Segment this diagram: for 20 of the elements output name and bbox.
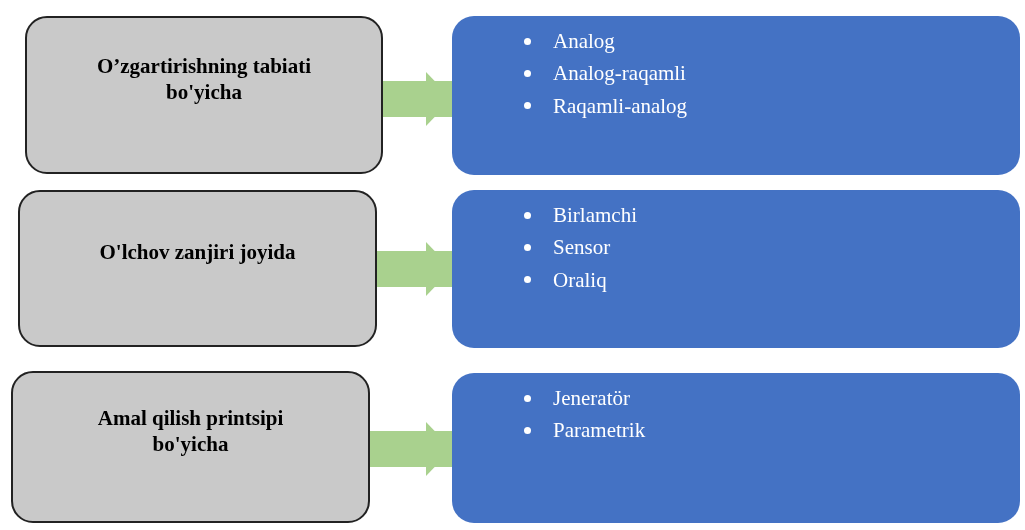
bullet-item: Raqamli-analog (524, 92, 1020, 119)
block-arrow (370, 422, 452, 476)
category-box (18, 190, 377, 347)
bullet-item: Parametrik (524, 417, 1020, 444)
list-box (452, 16, 1020, 175)
block-arrow (377, 242, 452, 296)
category-label: Amal qilish printsipi bo'yicha (96, 404, 285, 458)
bullet-item: Jeneratör (524, 385, 1020, 412)
bullet-item: Oraliq (524, 266, 1020, 293)
bullet-item: Analog (524, 28, 1020, 55)
list-box (452, 373, 1020, 523)
bullet-item: Analog-raqamli (524, 60, 1020, 87)
bullet-item: Sensor (524, 234, 1020, 261)
list-box (452, 190, 1020, 348)
block-arrow (383, 72, 452, 126)
category-label: O’zgartirishning tabiati bo'yicha (95, 52, 313, 106)
category-box (11, 371, 370, 523)
bullet-item: Birlamchi (524, 202, 1020, 229)
category-label: O'lchov zanjiri joyida (99, 239, 296, 266)
category-box (25, 16, 383, 174)
